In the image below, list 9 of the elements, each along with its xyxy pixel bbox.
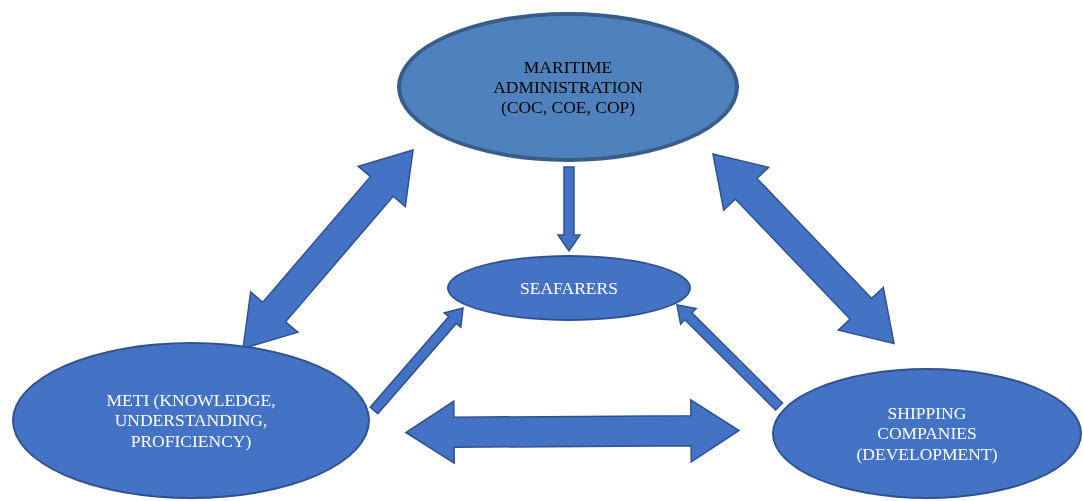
node-label: SHIPPING COMPANIES (DEVELOPMENT) bbox=[855, 403, 999, 464]
block-arrow bbox=[369, 307, 464, 415]
node-label: METI (KNOWLEDGE, UNDERSTANDING, PROFICIENCY) bbox=[105, 390, 277, 451]
block-arrow bbox=[676, 304, 784, 412]
double-block-arrow bbox=[712, 153, 895, 345]
double-block-arrow bbox=[404, 398, 741, 465]
node-label: MARITIME ADMINISTRATION (COC, COE, COP) bbox=[492, 56, 644, 118]
node-label: SEAFARERS bbox=[520, 277, 618, 299]
block-arrow bbox=[556, 166, 582, 253]
